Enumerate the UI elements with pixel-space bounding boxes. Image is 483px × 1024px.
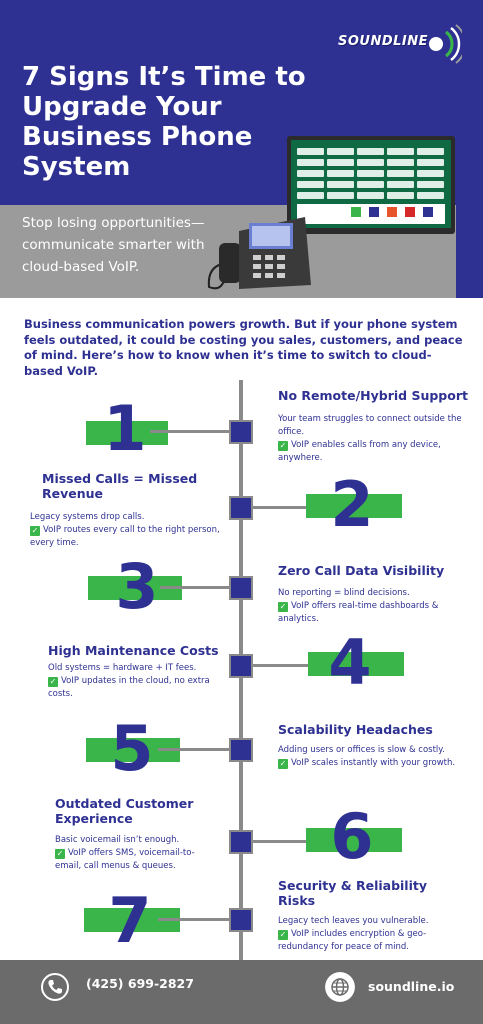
phone-icon[interactable] (40, 972, 70, 1002)
check-icon: ✓ (278, 759, 288, 769)
sign-6-green-bar (306, 828, 402, 852)
sign-2-green-bar (306, 494, 402, 518)
soundline-logo: SOUNDLINE (338, 24, 462, 66)
sign-3-connector (160, 586, 230, 589)
sign-3-problem: No reporting = blind decisions. (278, 588, 410, 598)
desk-phone-icon (207, 217, 311, 290)
sign-2-problem: Legacy systems drop calls. (30, 512, 145, 522)
sign-4-solution: VoIP updates in the cloud, no extra cost… (48, 676, 210, 699)
sign-2-connector (253, 506, 313, 509)
sign-3-body: No reporting = blind decisions. ✓VoIP of… (278, 587, 468, 626)
sign-4-node (229, 654, 253, 678)
sign-6-node (229, 830, 253, 854)
sign-6-number: 6 (330, 800, 374, 873)
sign-7-number: 7 (108, 884, 152, 957)
header-right-strip (456, 0, 483, 298)
sign-4-body: Old systems = hardware + IT fees. ✓VoIP … (48, 662, 223, 701)
sign-6-title: Outdated Customer Experience (55, 796, 194, 826)
check-icon: ✓ (278, 602, 288, 612)
sign-7-node (229, 908, 253, 932)
sign-7-solution: VoIP includes encryption & geo-redundanc… (278, 929, 427, 952)
page-subtitle: Stop losing opportunities— communicate s… (22, 215, 205, 275)
globe-icon[interactable] (325, 972, 355, 1002)
sign-1-node (229, 420, 253, 444)
sign-5-problem: Adding users or offices is slow & costly… (278, 745, 445, 755)
check-icon: ✓ (278, 441, 288, 451)
sign-2-body: Legacy systems drop calls. ✓VoIP routes … (30, 511, 220, 550)
sign-6-body: Basic voicemail isn’t enough. ✓VoIP offe… (55, 834, 215, 873)
sign-1-solution-row: ✓VoIP enables calls from any device, any… (278, 439, 468, 465)
check-icon: ✓ (48, 677, 58, 687)
header: SOUNDLINE 7 Signs It’s Time to Upgrade Y… (0, 0, 483, 298)
sign-2-title: Missed Calls = Missed Revenue (42, 471, 198, 501)
sign-6-solution: VoIP offers SMS, voicemail-to-email, cal… (55, 848, 195, 871)
sign-4-solution-row: ✓VoIP updates in the cloud, no extra cos… (48, 675, 223, 701)
intro-text: Business communication powers growth. Bu… (24, 317, 463, 378)
sign-6-connector (253, 840, 311, 843)
sign-5-number: 5 (110, 712, 154, 785)
sign-3-solution-row: ✓VoIP offers real-time dashboards & anal… (278, 600, 468, 626)
sign-4-green-bar (308, 652, 404, 676)
sound-wave-icon (429, 24, 462, 64)
monitor-illustration (287, 136, 455, 234)
sign-7-title: Security & Reliability Risks (278, 878, 427, 908)
sign-4-number: 4 (328, 626, 372, 699)
sign-1-solution: VoIP enables calls from any device, anyw… (278, 440, 441, 463)
sign-5-node (229, 738, 253, 762)
sign-5-title: Scalability Headaches (278, 722, 433, 737)
sign-1-problem: Your team struggles to connect outside t… (278, 414, 462, 437)
sign-2-solution: VoIP routes every call to the right pers… (30, 525, 220, 548)
check-icon: ✓ (55, 849, 65, 859)
sign-1-title: No Remote/Hybrid Support (278, 388, 468, 403)
sign-4-title: High Maintenance Costs (48, 643, 219, 658)
sign-4-problem: Old systems = hardware + IT fees. (48, 663, 197, 673)
sign-2-solution-row: ✓VoIP routes every call to the right per… (30, 524, 220, 550)
sign-7-problem: Legacy tech leaves you vulnerable. (278, 916, 429, 926)
phone-number-link[interactable]: (425) 699-2827 (86, 976, 194, 991)
sign-3-number: 3 (115, 550, 159, 623)
sign-3-title: Zero Call Data Visibility (278, 563, 445, 578)
logo-text: SOUNDLINE (338, 34, 429, 49)
sign-6-problem: Basic voicemail isn’t enough. (55, 835, 180, 845)
sign-7-connector (158, 918, 230, 921)
sign-2-node (229, 496, 253, 520)
footer: (425) 699-2827 soundline.io (0, 960, 483, 1024)
page-title: 7 Signs It’s Time to Upgrade Your Busine… (22, 62, 306, 182)
sign-7-body: Legacy tech leaves you vulnerable. ✓VoIP… (278, 915, 470, 954)
sign-2-number: 2 (330, 468, 374, 541)
website-link[interactable]: soundline.io (368, 979, 455, 994)
sign-1-number: 1 (103, 392, 147, 465)
sign-6-solution-row: ✓VoIP offers SMS, voicemail-to-email, ca… (55, 847, 215, 873)
sign-3-solution: VoIP offers real-time dashboards & analy… (278, 601, 439, 624)
sign-1-green-bar (86, 421, 168, 445)
check-icon: ✓ (278, 930, 288, 940)
voip-dashboard-screen (291, 140, 451, 228)
check-icon: ✓ (30, 526, 40, 536)
sign-1-connector (150, 430, 230, 433)
sign-5-body: Adding users or offices is slow & costly… (278, 744, 468, 770)
sign-5-solution: VoIP scales instantly with your growth. (291, 758, 456, 768)
sign-5-connector (158, 748, 230, 751)
sign-4-connector (253, 664, 313, 667)
sign-1-body: Your team struggles to connect outside t… (278, 413, 468, 465)
sign-5-solution-row: ✓VoIP scales instantly with your growth. (278, 757, 468, 770)
sign-7-solution-row: ✓VoIP includes encryption & geo-redundan… (278, 928, 470, 954)
sign-3-node (229, 576, 253, 600)
